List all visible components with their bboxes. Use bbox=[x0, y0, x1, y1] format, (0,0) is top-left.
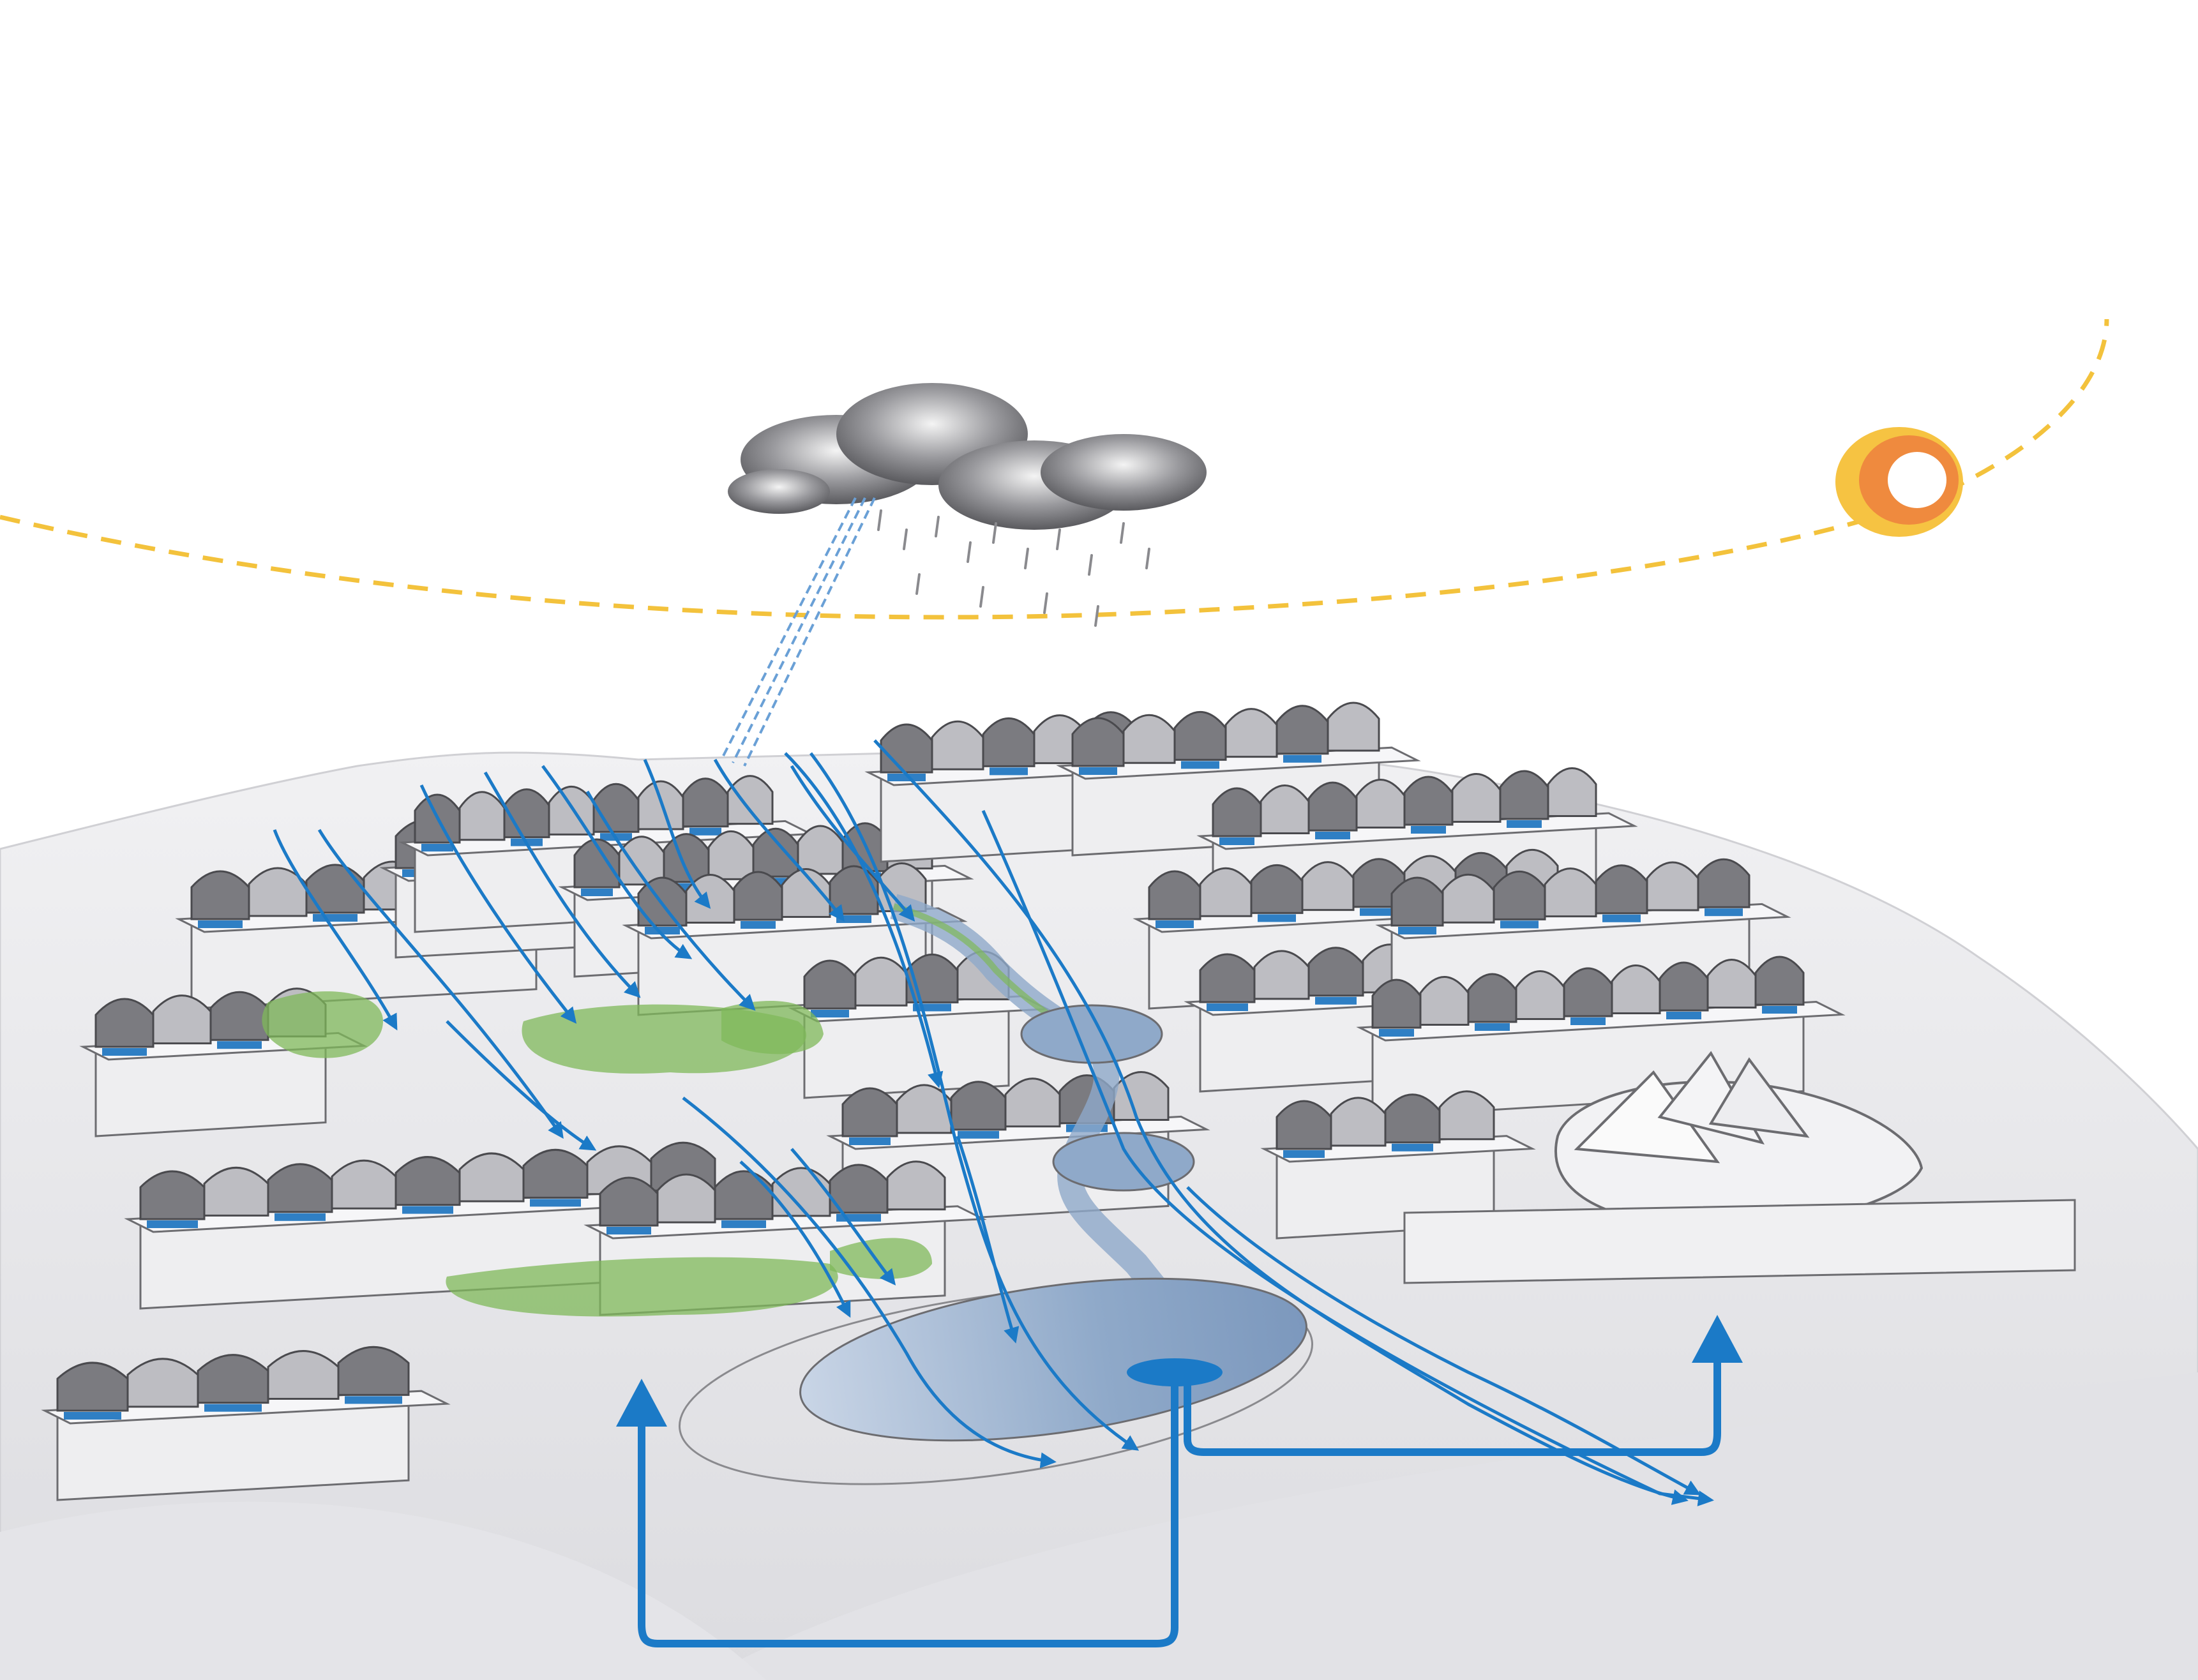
flow-arrow-icon bbox=[446, 1020, 597, 1151]
flow-arrow-icon bbox=[273, 829, 398, 1031]
cistern-outlet bbox=[1127, 1358, 1223, 1386]
water-channel bbox=[678, 894, 1314, 1485]
upper-pond bbox=[1020, 1004, 1163, 1064]
flow-arrow-icon bbox=[585, 790, 756, 1011]
flow-arrow-icon bbox=[809, 752, 1140, 1451]
building-cluster bbox=[788, 950, 1051, 1099]
flow-arrow-icon bbox=[956, 1136, 1020, 1344]
flow-arrow-icon bbox=[981, 809, 1714, 1506]
rain-lines bbox=[720, 497, 876, 767]
flow-arrow-icon bbox=[419, 784, 577, 1024]
flow-arrow-icon bbox=[483, 771, 641, 998]
return-arrow-right bbox=[1184, 1360, 1721, 1456]
sun-path bbox=[0, 319, 2109, 620]
garden-areas bbox=[262, 991, 932, 1317]
flow-arrow-icon bbox=[739, 1160, 851, 1318]
sun-icon bbox=[1835, 427, 1963, 537]
flow-arrow-icon bbox=[317, 829, 564, 1139]
flow-arrow-icon bbox=[682, 1097, 1057, 1469]
retention-basin bbox=[799, 1277, 1307, 1442]
return-arrow-right-head bbox=[1692, 1315, 1743, 1363]
flow-arrow-icon bbox=[643, 758, 711, 909]
flow-arrow-icon bbox=[784, 752, 944, 1088]
amphitheater bbox=[1403, 1051, 2076, 1284]
rain-cloud-icon bbox=[720, 383, 1207, 767]
building-blocks bbox=[41, 701, 1846, 1501]
return-arrow-left-head bbox=[616, 1379, 667, 1427]
flow-arrow-icon bbox=[713, 758, 845, 922]
middle-pond bbox=[1052, 1132, 1195, 1192]
return-arrow-left bbox=[638, 1379, 1178, 1647]
rain-drops bbox=[877, 509, 1150, 627]
building-cluster bbox=[41, 1346, 451, 1501]
flow-arrow-icon bbox=[541, 765, 693, 959]
cistern-return-arrows bbox=[616, 1315, 1743, 1647]
flow-arrow-icon bbox=[790, 1148, 896, 1286]
